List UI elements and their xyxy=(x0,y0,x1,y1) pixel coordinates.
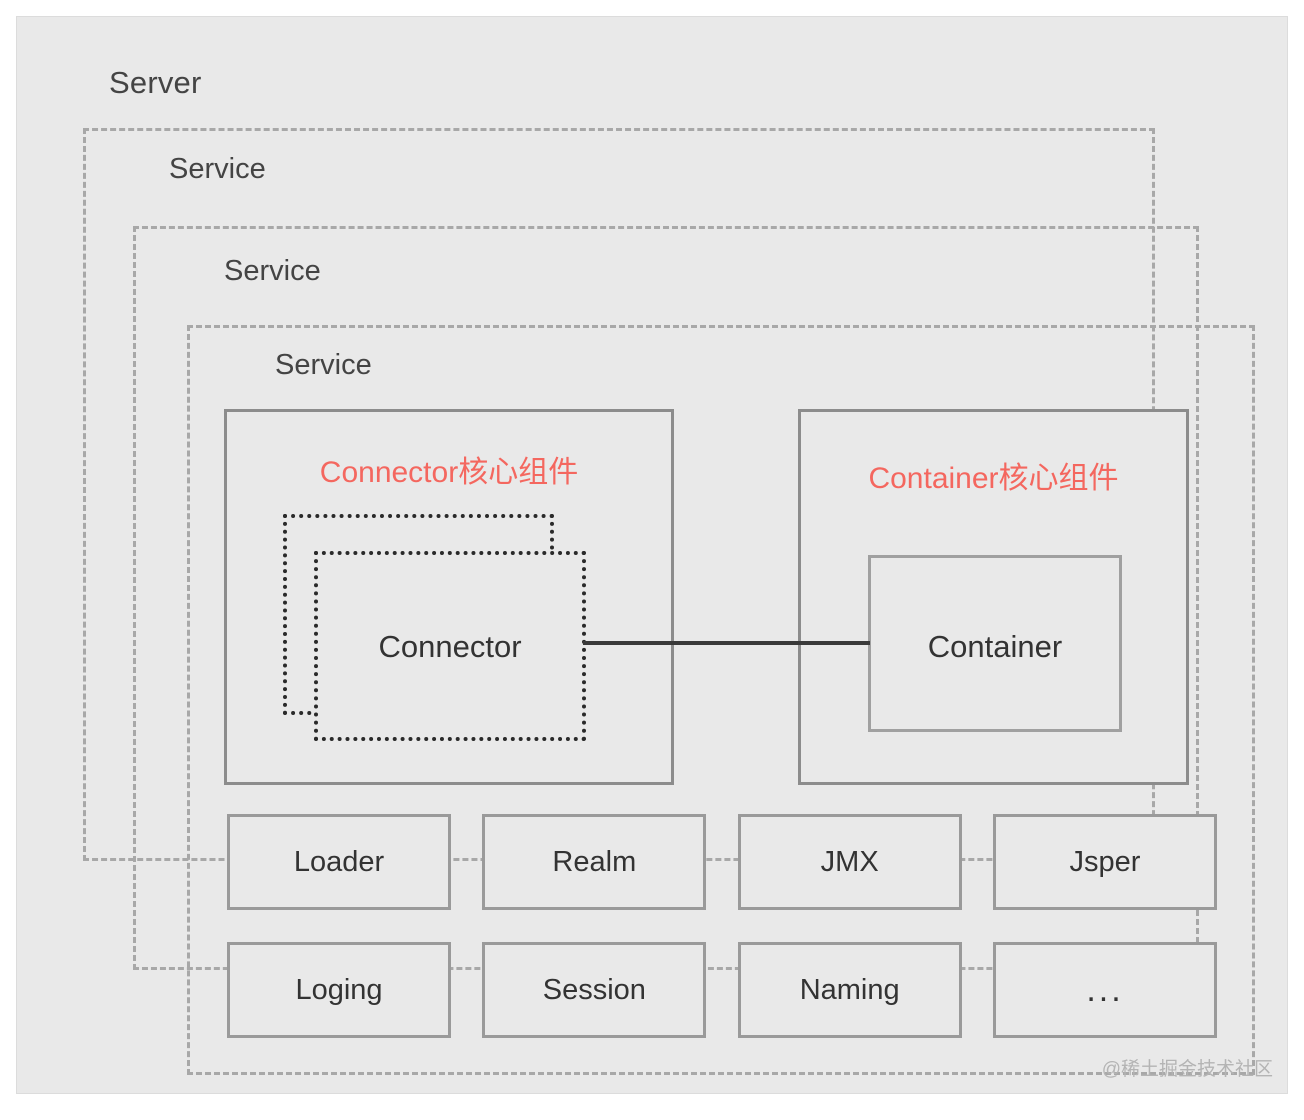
component-box-session: Session xyxy=(482,942,707,1038)
component-box-naming: Naming xyxy=(737,942,962,1038)
component-label: Loader xyxy=(293,845,385,878)
service-label-outer: Service xyxy=(169,153,266,185)
service-label-middle: Service xyxy=(224,255,321,287)
container-core-heading: Container核心组件 xyxy=(868,462,1119,495)
component-label: Naming xyxy=(799,973,900,1006)
connector-container-link xyxy=(583,641,870,645)
component-label: Realm xyxy=(552,845,637,878)
support-component-row-1: Loader Realm JMX Jsper xyxy=(227,814,1217,910)
server-title: Server xyxy=(109,65,202,100)
support-component-grid: Loader Realm JMX Jsper Loging Session xyxy=(227,814,1217,1049)
component-box-more: ... xyxy=(992,942,1217,1038)
watermark: @稀土掘金技术社区 xyxy=(1101,1059,1273,1080)
connector-node-label: Connector xyxy=(378,629,522,664)
component-label: Loging xyxy=(295,973,383,1006)
component-label: Session xyxy=(542,973,646,1006)
component-box-jsper: Jsper xyxy=(992,814,1217,910)
component-label: ... xyxy=(1086,970,1124,1009)
component-label: Jsper xyxy=(1069,845,1141,878)
service-label-inner: Service xyxy=(275,349,372,381)
component-label: JMX xyxy=(820,845,879,878)
support-component-row-2: Loging Session Naming ... xyxy=(227,942,1217,1038)
container-node-box xyxy=(868,555,1122,732)
container-node-label: Container xyxy=(927,629,1063,664)
service-box-inner xyxy=(187,325,1255,1075)
component-box-jmx: JMX xyxy=(737,814,962,910)
component-box-loader: Loader xyxy=(227,814,451,910)
component-box-realm: Realm xyxy=(482,814,707,910)
server-frame: Server Service Service Service Connector… xyxy=(16,16,1288,1094)
component-box-loging: Loging xyxy=(227,942,451,1038)
connector-core-heading: Connector核心组件 xyxy=(319,456,579,489)
connector-stack-front-box xyxy=(314,551,586,741)
